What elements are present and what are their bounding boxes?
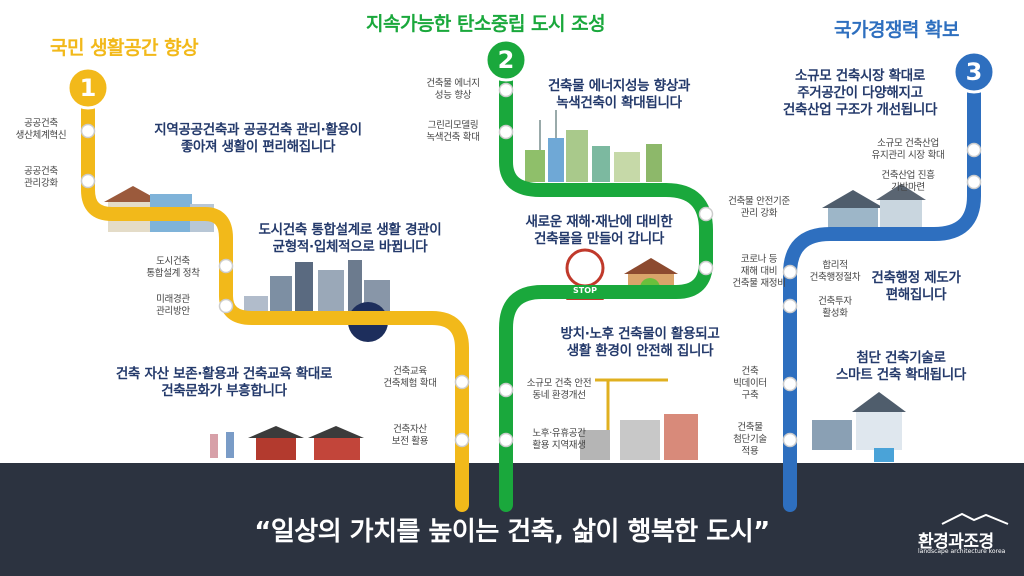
scenery-green-city: [525, 110, 662, 182]
station-2-4-label: 코로나 등 재해 대비 건축물 재정비: [732, 254, 786, 289]
station-1-6: [454, 432, 470, 448]
scenery-smart-home: [812, 392, 906, 462]
line-3-goal-1: 소규모 건축시장 확대로 주거공간이 다양해지고 건축산업 구조가 개선됩니다: [782, 68, 938, 118]
station-2-5-label: 소규모 건축 안전 동네 환경개선: [526, 378, 592, 401]
station-1-2: [80, 173, 96, 189]
station-3-2-label: 건축산업 진흥 기반마련: [881, 170, 935, 193]
station-3-3: [782, 264, 798, 280]
line-1-goal-3: 건축 자산 보존·활용과 건축교육 확대로 건축문화가 부흥합니다: [115, 366, 333, 399]
station-1-1-label: 공공건축 생산체계혁신: [15, 118, 67, 141]
station-3-1: [966, 142, 982, 158]
line-2-title: 지속가능한 탄소중립 도시 조성: [366, 13, 606, 35]
station-1-3-label: 도시건축 통합설계 정착: [146, 256, 200, 279]
station-1-3: [218, 258, 234, 274]
station-1-1: [80, 123, 96, 139]
station-3-1-label: 소규모 건축산업 유지관리 시장 확대: [871, 138, 945, 161]
station-2-1: [498, 82, 514, 98]
logo-subtitle: landscape architecture korea: [918, 548, 1006, 555]
scenery-traditional-buildings: [210, 426, 364, 460]
line-2-goal-1: 건축물 에너지성능 향상과 녹색건축이 확대됩니다: [547, 78, 691, 111]
station-3-6: [782, 432, 798, 448]
scenery-construction-site: [580, 378, 698, 460]
station-1-5: [454, 374, 470, 390]
station-1-4: [218, 298, 234, 314]
line-3-goal-2: 건축행정 제도가 편해집니다: [871, 270, 961, 303]
line-3-number: 3: [965, 58, 983, 86]
stop-sign-text: STOP: [573, 286, 597, 295]
line-1-goal-2: 도시건축 통합설계로 생활 경관이 균형적·입체적으로 바뀝니다: [258, 222, 442, 255]
station-2-1-label: 건축물 에너지 성능 향상: [426, 78, 480, 101]
line-1-title: 국민 생활공간 향상: [50, 37, 199, 59]
station-3-5: [782, 376, 798, 392]
station-3-3-label: 합리적 건축행정절차: [809, 260, 861, 283]
station-3-2: [966, 174, 982, 190]
line-3-goal-3: 첨단 건축기술로 스마트 건축 확대됩니다: [836, 350, 966, 383]
logo-mountain-icon: [941, 512, 1009, 525]
station-1-2-label: 공공건축 관리강화: [24, 166, 58, 189]
line-2-goal-2: 새로운 재해·재난에 대비한 건축물을 만들어 갑니다: [525, 214, 673, 247]
line-1-goal-1: 지역공공건축과 공공건축 관리·활용이 좋아져 생활이 편리해집니다: [154, 122, 362, 155]
station-3-4-label: 건축투자 활성화: [818, 296, 852, 319]
line-3-badge: [952, 50, 996, 94]
line-2-goal-3: 방치·노후 건축물이 활용되고 생활 환경이 안전해 집니다: [560, 326, 720, 359]
station-1-5-label: 건축교육 건축체험 확대: [383, 366, 437, 389]
line-2-number: 2: [497, 46, 515, 74]
line-3-title: 국가경쟁력 확보: [834, 19, 959, 41]
station-2-2: [498, 124, 514, 140]
station-2-2-label: 그린리모델링 녹색건축 확대: [426, 120, 480, 143]
route-line-3: [783, 65, 981, 512]
line-1-number: 1: [79, 74, 97, 102]
slogan: “일상의 가치를 높이는 건축, 삶이 행복한 도시”: [254, 517, 770, 547]
logo-name: 환경과조경: [918, 532, 994, 552]
station-3-4: [782, 298, 798, 314]
route-line-2: [499, 55, 713, 512]
station-1-4-label: 미래경관 관리방안: [156, 294, 190, 317]
station-2-5: [498, 382, 514, 398]
station-3-5-label: 건축 빅데이터 구축: [733, 366, 767, 401]
station-1-6-label: 건축자산 보전 활용: [391, 424, 429, 447]
station-2-3: [698, 206, 714, 222]
station-2-6: [498, 432, 514, 448]
station-2-6-label: 노후·유휴공간 활용 지역재생: [532, 428, 586, 451]
station-2-4: [698, 260, 714, 276]
line-2-badge: [484, 38, 528, 82]
station-2-3-label: 건축물 안전기준 관리 강화: [728, 196, 790, 219]
line-1-badge: [66, 66, 110, 110]
station-3-6-label: 건축물 첨단기술 적용: [733, 422, 767, 457]
